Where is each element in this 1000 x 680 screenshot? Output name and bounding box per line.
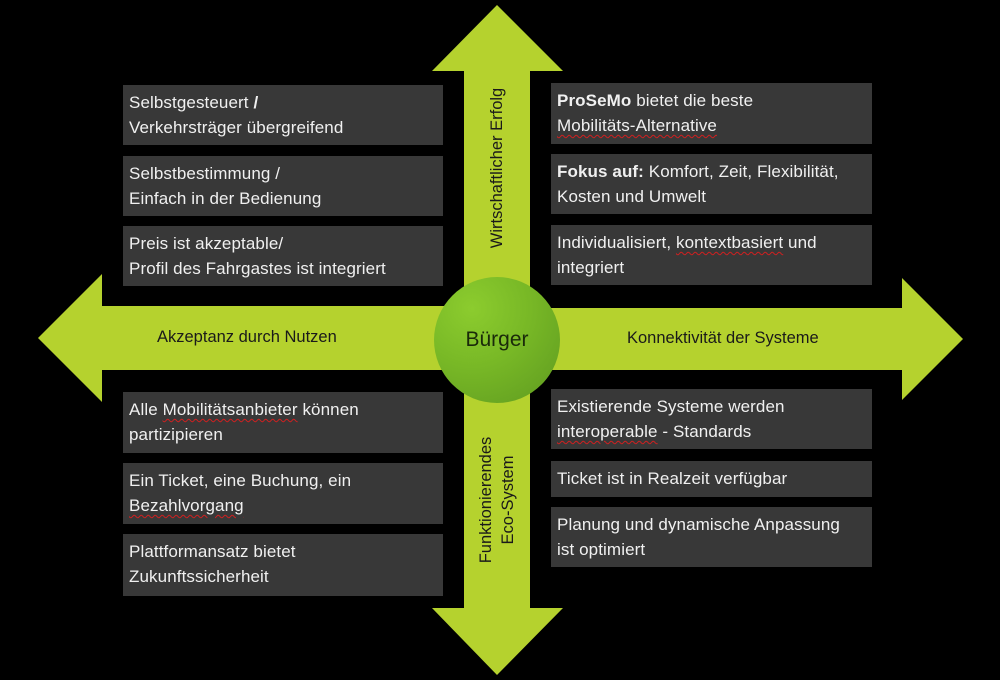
- box-text: Ein Ticket, eine Buchung, ein: [129, 471, 352, 490]
- axis-label-left: Akzeptanz durch Nutzen: [157, 328, 337, 346]
- box-text: Einfach in der Bedienung: [129, 189, 322, 208]
- quadrant-box-bottom-right-3: Planung und dynamische Anpassung ist opt…: [551, 507, 872, 567]
- box-text: können: [297, 400, 359, 419]
- center-label: Bürger: [465, 328, 529, 351]
- arrow-left: [38, 274, 464, 402]
- axis-label-right: Konnektivität der Systeme: [627, 329, 819, 347]
- arrow-right: [530, 278, 963, 400]
- box-text-bold: Fokus auf:: [557, 162, 644, 181]
- quadrant-box-bottom-right-1: Existierende Systeme werden interoperabl…: [551, 389, 872, 449]
- quadrant-box-top-left-3: Preis ist akzeptable/ Profil des Fahrgas…: [123, 226, 443, 286]
- quadrant-box-bottom-left-1: Alle Mobilitätsanbieter können partizipi…: [123, 392, 443, 453]
- quadrant-box-top-left-1: Selbstgesteuert / Verkehrsträger übergre…: [123, 85, 443, 145]
- box-text-bold: /: [253, 93, 259, 112]
- box-text-spellcheck: Mobilitätsanbieter: [162, 400, 298, 419]
- box-text: ist optimiert: [557, 540, 646, 559]
- box-text-spellcheck: kontextbasiert: [675, 233, 784, 252]
- box-text: integriert: [557, 258, 625, 277]
- box-text: Ticket ist in Realzeit verfügbar: [557, 469, 788, 488]
- quadrant-box-top-right-2: Fokus auf: Komfort, Zeit, Flexibilität, …: [551, 154, 872, 214]
- quadrant-box-top-right-3: Individualisiert, kontextbasiert und int…: [551, 225, 872, 285]
- box-text: - Standards: [657, 422, 752, 441]
- axis-label-down-line1: Funktionierendes: [477, 436, 495, 564]
- box-text-spellcheck: Bezahlvorgang: [129, 496, 244, 515]
- center-circle: Bürger: [434, 277, 560, 403]
- box-text: bietet die beste: [631, 91, 754, 110]
- axis-label-up: Wirtschaftlicher Erfolg: [488, 87, 506, 249]
- axis-label-down: Funktionierendes Eco-System: [475, 420, 519, 580]
- box-text: Existierende Systeme werden: [557, 397, 785, 416]
- box-text: Planung und dynamische Anpassung: [557, 515, 840, 534]
- box-text-spellcheck: Mobilitäts-Alternative: [557, 116, 717, 135]
- box-text: Kosten und Umwelt: [557, 187, 707, 206]
- box-text-spellcheck: interoperable: [557, 422, 658, 441]
- box-text: partizipieren: [129, 425, 223, 444]
- box-text: und: [783, 233, 817, 252]
- axis-label-down-line2: Eco-System: [499, 455, 517, 545]
- box-text: Individualisiert,: [557, 233, 676, 252]
- box-text: Verkehrsträger übergreifend: [129, 118, 344, 137]
- quadrant-box-top-right-1: ProSeMo bietet die beste Mobilitäts-Alte…: [551, 83, 872, 144]
- quadrant-box-bottom-left-2: Ein Ticket, eine Buchung, ein Bezahlvorg…: [123, 463, 443, 524]
- box-text: Preis ist akzeptable/: [129, 234, 284, 253]
- box-text: Selbstgesteuert: [129, 93, 254, 112]
- arrow-up: [432, 5, 563, 306]
- box-text: Alle: [129, 400, 163, 419]
- box-text: Plattformansatz bietet: [129, 542, 296, 561]
- box-text: Selbstbestimmung /: [129, 164, 281, 183]
- box-text: Profil des Fahrgastes ist integriert: [129, 259, 386, 278]
- quadrant-box-top-left-2: Selbstbestimmung / Einfach in der Bedien…: [123, 156, 443, 216]
- box-text: Komfort, Zeit, Flexibilität,: [643, 162, 839, 181]
- quadrant-box-bottom-right-2: Ticket ist in Realzeit verfügbar: [551, 461, 872, 497]
- box-text-bold: ProSeMo: [557, 91, 632, 110]
- arrow-down: [432, 370, 563, 675]
- quadrant-box-bottom-left-3: Plattformansatz bietet Zukunftssicherhei…: [123, 534, 443, 596]
- box-text: Zukunftssicherheit: [129, 567, 269, 586]
